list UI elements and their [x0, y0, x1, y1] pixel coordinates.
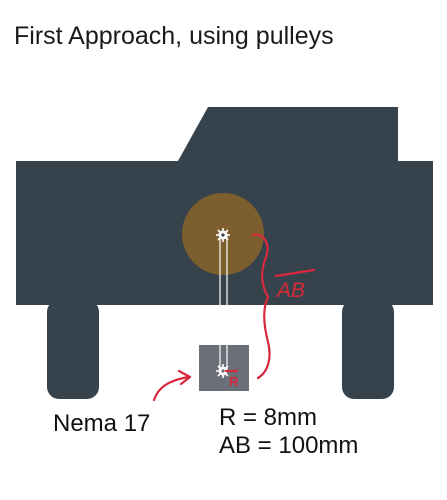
gear-icon: [216, 364, 230, 378]
motor-label: Nema 17: [53, 410, 151, 437]
gear-icon: [216, 228, 230, 242]
radius-annotation: R: [229, 374, 239, 389]
distance-annotation: AB: [275, 279, 305, 302]
right-leg: [342, 300, 394, 399]
diagram-title: First Approach, using pulleys: [14, 22, 334, 50]
distance-bar: [274, 268, 316, 278]
radius-label: R = 8mm: [219, 404, 318, 431]
distance-curve: [251, 233, 271, 380]
distance-label: AB = 100mm: [219, 432, 359, 459]
motor-arrow: [152, 369, 192, 402]
left-leg: [47, 300, 99, 399]
